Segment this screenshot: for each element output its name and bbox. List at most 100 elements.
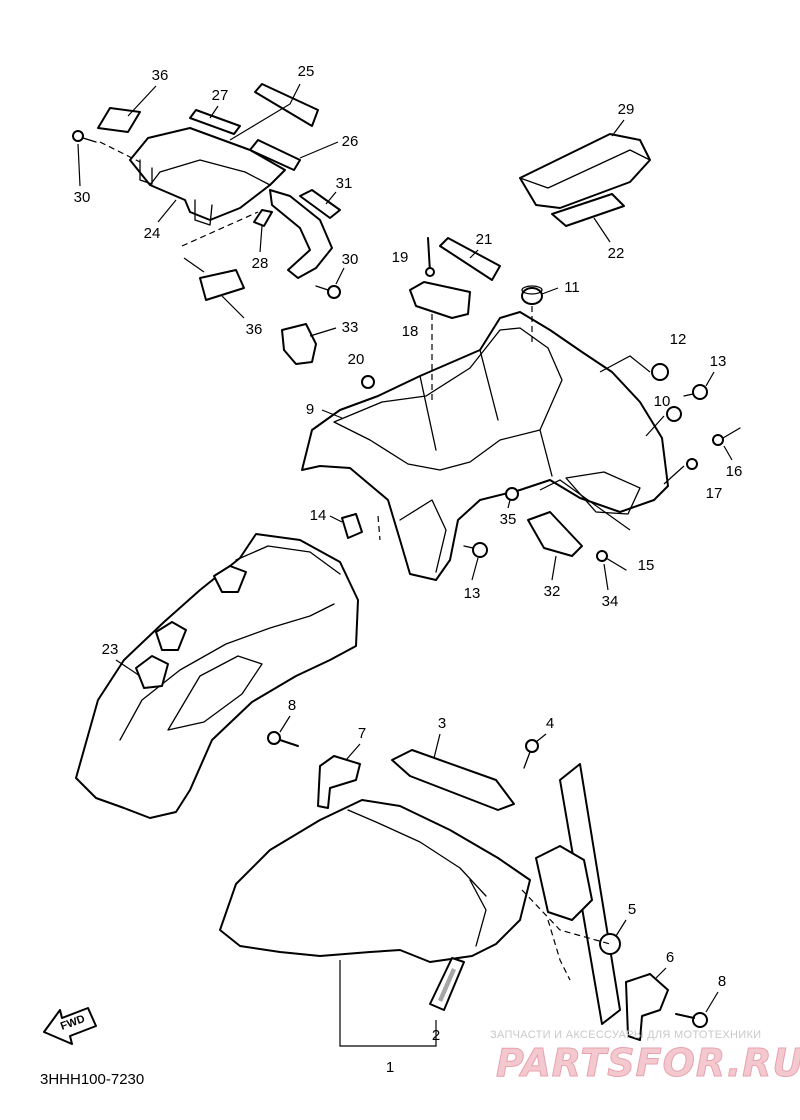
part-code: 3HHH100-7230 — [40, 1071, 144, 1088]
leader-30-upper — [77, 143, 81, 187]
callout-36-top: 36 — [152, 67, 169, 84]
callout-35: 35 — [500, 511, 517, 528]
part-35-nut — [505, 487, 519, 501]
part-24-mount-right — [194, 199, 213, 226]
callout-labels: 36 27 25 26 30 24 31 28 30 36 29 22 19 2… — [74, 63, 743, 1076]
callout-leaders — [77, 83, 733, 1013]
part-23-clip-lower — [135, 655, 169, 689]
callout-4: 4 — [546, 715, 554, 732]
callout-24: 24 — [144, 225, 161, 242]
dash-cowl-1 — [181, 211, 259, 247]
callout-21: 21 — [476, 231, 493, 248]
callout-8-left: 8 — [288, 697, 296, 714]
part-4-bolt — [523, 739, 539, 769]
leader-25 — [229, 83, 301, 141]
part-32-bracket — [527, 511, 583, 557]
watermark-tagline: ЗАПЧАСТИ И АКСЕССУАРЫ ДЛЯ МОТОТЕХНИКИ — [490, 1029, 761, 1041]
callout-29: 29 — [618, 101, 635, 118]
callout-33: 33 — [342, 319, 359, 336]
leader-3 — [433, 733, 441, 759]
callout-17: 17 — [706, 485, 723, 502]
part-31-damper — [299, 189, 341, 219]
part-11-grommet — [521, 285, 543, 305]
leader-13-lower — [471, 557, 479, 581]
part-2-hatch — [438, 968, 456, 1002]
leader-13-upper — [705, 371, 715, 387]
callout-30-upper: 30 — [74, 189, 91, 206]
callout-2: 2 — [432, 1027, 440, 1044]
callout-16: 16 — [726, 463, 743, 480]
leader-36-top — [127, 85, 157, 117]
fwd-arrow: FWD — [43, 1007, 97, 1045]
dash-front-1 — [521, 889, 611, 945]
part-22-sheet — [551, 193, 625, 227]
leader-35 — [507, 499, 511, 509]
dash-cowl-2 — [99, 141, 141, 163]
part-26-strip — [249, 139, 301, 171]
callout-36-lower: 36 — [246, 321, 263, 338]
part-1-fender-rib — [347, 809, 487, 897]
leader-26 — [299, 141, 339, 159]
callout-27: 27 — [212, 87, 229, 104]
leader-23 — [115, 659, 141, 677]
leader-34 — [603, 563, 609, 591]
part-12-grommet — [651, 363, 669, 381]
part-34-bolt — [596, 550, 627, 571]
leader-11 — [541, 287, 559, 295]
part-9-side-wall — [399, 499, 447, 573]
callout-12: 12 — [670, 331, 687, 348]
part-9-rib — [419, 349, 553, 477]
leader-29 — [611, 119, 625, 137]
part-17-washer — [686, 458, 698, 470]
leader-21 — [469, 249, 479, 259]
callout-32: 32 — [544, 583, 561, 600]
seat-cowl-assembly — [72, 83, 341, 301]
part-27-strip — [189, 109, 241, 135]
callout-11: 11 — [564, 279, 580, 296]
callout-31: 31 — [336, 175, 353, 192]
part-21-strap — [439, 237, 501, 281]
part-18-bracket — [409, 281, 471, 319]
callout-7: 7 — [358, 725, 366, 742]
leader-4 — [535, 733, 547, 743]
part-20-nut — [361, 375, 375, 389]
callout-9: 9 — [306, 401, 314, 418]
part-6-bracket — [625, 973, 669, 1041]
fwd-arrow-shape — [43, 1007, 97, 1045]
leader-8-left — [279, 715, 291, 733]
part-30-bolt-lower — [315, 285, 341, 299]
part-29-fold — [519, 149, 651, 189]
watermark-brand: PARTSFOR.RU — [496, 1041, 800, 1085]
leader-14 — [329, 515, 343, 523]
part-16-bolt — [712, 427, 741, 446]
part-23-panel — [167, 655, 263, 731]
inner-fender-assembly — [75, 533, 359, 819]
leader-17 — [663, 465, 685, 485]
part-33-bracket — [281, 323, 317, 365]
part-8-bolt-left — [267, 731, 299, 747]
callout-25: 25 — [298, 63, 315, 80]
part-28-pin — [253, 209, 273, 227]
leader-5 — [615, 919, 627, 937]
leader-16 — [723, 445, 733, 461]
callout-14: 14 — [310, 507, 327, 524]
part-10-nut — [666, 406, 682, 422]
leader-1-bracket — [339, 960, 437, 1047]
part-24-seat-cowl — [129, 127, 286, 221]
part-24-mount-left — [139, 159, 153, 185]
part-bracket-rear — [269, 189, 333, 279]
fork-lower — [535, 845, 593, 921]
leader-36-lower — [221, 295, 245, 319]
part-9-inner-wall — [333, 327, 563, 471]
leader-12 — [599, 355, 651, 373]
callout-19: 19 — [392, 249, 409, 266]
part-23-clip-upper — [213, 565, 247, 593]
part-8-bolt-right — [675, 1012, 708, 1028]
part-36-lower-decal — [199, 269, 245, 301]
part-9-rear-fender — [301, 311, 669, 581]
part-13-bolt-upper — [683, 384, 708, 400]
part-23-clip-middle — [155, 621, 187, 651]
dash-front-2 — [547, 919, 571, 981]
part-23-inner-fender — [75, 533, 359, 819]
part-1-fender-side — [469, 879, 487, 947]
